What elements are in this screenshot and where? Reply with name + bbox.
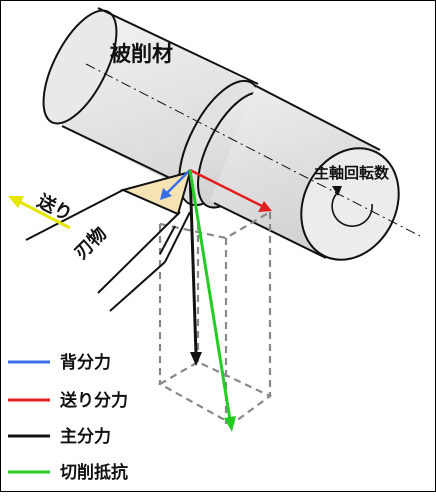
force-box-dashed [157, 211, 273, 426]
force-arrow-thrust [160, 169, 191, 200]
legend: 背分力 送り分力 主分力 切削抵抗 [8, 352, 128, 483]
legend-item-feed-force: 送り分力 [8, 390, 128, 411]
force-arrow-feed [189, 168, 272, 212]
legend-label-feed-force: 送り分力 [60, 390, 128, 411]
legend-label-resultant: 切削抵抗 [60, 462, 128, 483]
legend-item-main-force: 主分力 [8, 426, 111, 447]
center-axis-line [85, 63, 421, 237]
legend-item-thrust: 背分力 [8, 352, 111, 373]
workpiece-label: 被削材 [110, 42, 173, 66]
legend-label-main-force: 主分力 [60, 426, 111, 447]
rotation-arrow-icon [331, 186, 373, 227]
spindle-speed-label: 主軸回転数 [314, 164, 390, 182]
feed-arrow-icon [8, 196, 71, 230]
force-arrow-main [188, 169, 202, 366]
legend-item-resultant: 切削抵抗 [8, 462, 128, 483]
force-arrow-resultant [188, 169, 236, 432]
legend-label-thrust: 背分力 [60, 352, 111, 373]
machined-cylinder [210, 85, 400, 261]
tool-label: 刃物 [70, 223, 111, 264]
cutting-tool [25, 170, 192, 312]
